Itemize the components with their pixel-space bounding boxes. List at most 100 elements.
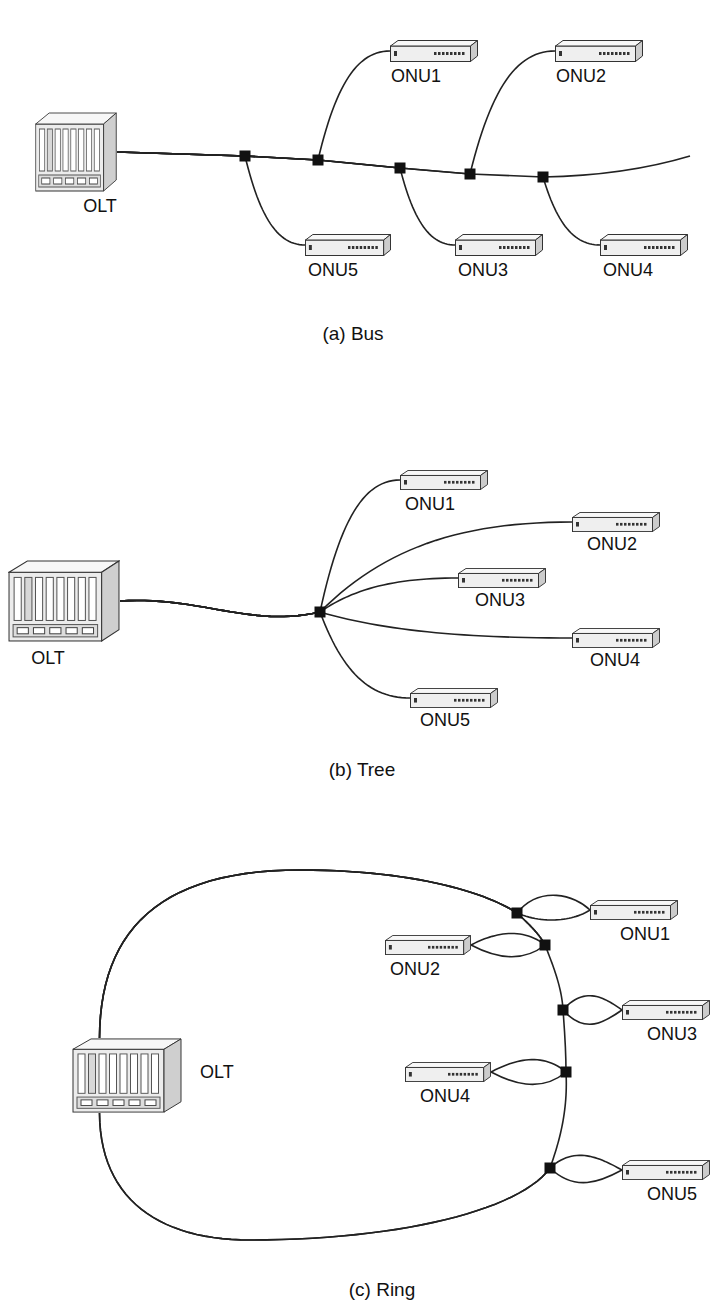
onu-port (672, 246, 675, 249)
onu-port (640, 639, 643, 642)
port (145, 1100, 156, 1106)
caption: (b) Tree (329, 758, 396, 781)
onu-port (450, 52, 453, 55)
olt-device: OLT (72, 1038, 182, 1113)
onu-port (468, 1073, 470, 1076)
fiber-link (117, 51, 390, 160)
onu-led (559, 51, 562, 56)
device-label: ONU4 (590, 650, 640, 671)
splitter-symbol (558, 1005, 569, 1016)
onu-top (601, 235, 688, 241)
onu-port (634, 911, 637, 914)
fiber-link (117, 51, 555, 174)
onu-port (616, 523, 619, 526)
onu-port (678, 1011, 681, 1014)
card-slot (141, 1054, 148, 1093)
onu-port (694, 1171, 697, 1174)
onu-led (409, 1072, 412, 1077)
onu-port (686, 1171, 689, 1174)
card-slot (86, 129, 91, 171)
onu-port (523, 246, 526, 249)
onu-port (456, 1073, 458, 1076)
onu-led (594, 910, 597, 915)
onu-port (670, 1011, 673, 1014)
card-slot (152, 1054, 159, 1093)
splitter-symbol (540, 940, 551, 951)
ring-drop-loop (491, 1072, 566, 1084)
onu-front (601, 240, 681, 256)
device-label: ONU3 (475, 590, 525, 611)
onu-port (627, 52, 630, 55)
onu-port (674, 1011, 677, 1014)
onu-led (576, 522, 579, 527)
onu-device: ONU5 (410, 688, 498, 708)
card-slot (94, 129, 99, 171)
port (54, 178, 62, 184)
onu-side (471, 41, 478, 62)
port (17, 628, 28, 634)
onu-port (428, 946, 430, 949)
onu-port (438, 52, 441, 55)
card-slot (55, 129, 60, 171)
onu-side (681, 235, 688, 256)
onu-top (456, 235, 543, 241)
onu-port (442, 52, 445, 55)
onu-led (604, 245, 607, 250)
onu-front (573, 517, 653, 531)
onu-port (690, 1011, 693, 1014)
onu-port (678, 1171, 681, 1174)
device-label: ONU2 (556, 66, 606, 87)
rack-side (164, 1039, 181, 1112)
onu-led (576, 638, 579, 643)
onu-icon (622, 1160, 710, 1180)
onu-port (620, 523, 623, 526)
onu-front (401, 475, 481, 489)
onu-port (652, 246, 655, 249)
onu-port (456, 481, 459, 484)
device-label: ONU2 (390, 959, 440, 980)
onu-port (356, 246, 358, 249)
onu-port (440, 946, 442, 949)
onu-port (462, 52, 465, 55)
onu-port (514, 579, 517, 582)
device-label: OLT (83, 196, 117, 217)
onu-port (650, 911, 653, 914)
onu-front (391, 46, 471, 62)
port (113, 1100, 124, 1106)
onu-port (434, 52, 437, 55)
onu-port (454, 699, 457, 702)
onu-led (626, 1170, 629, 1175)
port-panel (13, 625, 98, 637)
onu-port (452, 481, 455, 484)
device-label: ONU1 (405, 494, 455, 515)
onu-top (405, 1062, 490, 1067)
onu-port (611, 52, 614, 55)
onu-port (468, 481, 471, 484)
onu-led (626, 1010, 629, 1015)
onu-port (526, 579, 529, 582)
onu-port (444, 481, 447, 484)
onu-port (619, 52, 622, 55)
onu-port (670, 1171, 673, 1174)
onu-front (573, 633, 653, 647)
onu-port (636, 523, 639, 526)
onu-port (507, 246, 510, 249)
onu-front (456, 240, 536, 256)
device-label: ONU2 (587, 534, 637, 555)
card-slot (35, 577, 42, 620)
onu-icon (390, 40, 478, 62)
bus-fiber-tail (543, 156, 690, 177)
onu-port (638, 911, 641, 914)
card-slot (14, 577, 21, 620)
onu-port (502, 579, 505, 582)
card-slot (78, 577, 85, 620)
olt-icon (35, 112, 117, 192)
olt-icon (72, 1038, 182, 1113)
card-slot (25, 577, 32, 620)
onu-icon (572, 628, 660, 648)
onu-port (674, 1171, 677, 1174)
port (82, 628, 93, 634)
rack-front (73, 1049, 164, 1112)
onu-port (455, 946, 457, 949)
onu-top (556, 41, 643, 47)
